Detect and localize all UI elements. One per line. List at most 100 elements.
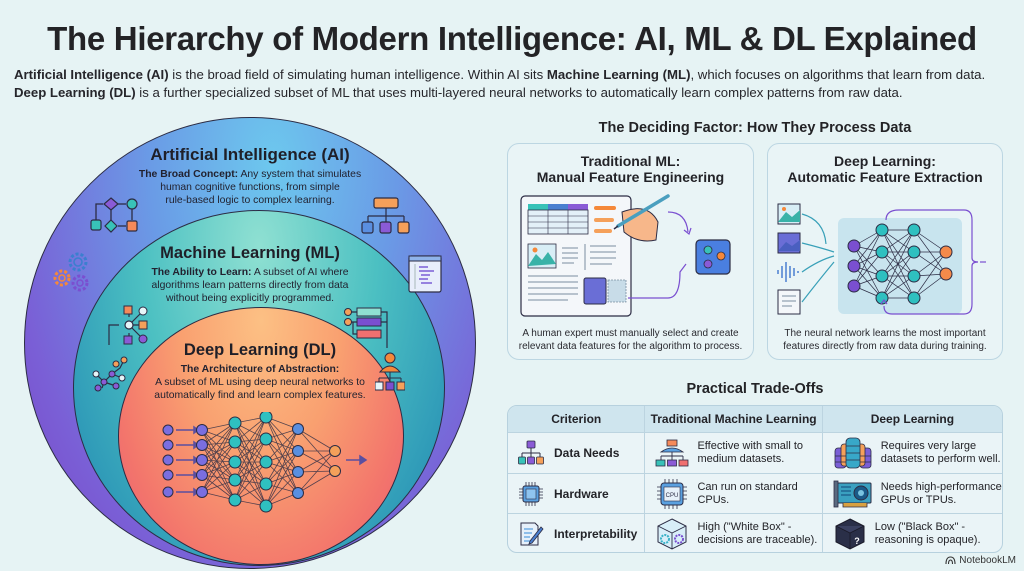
- traditional-card-title: Traditional ML: Manual Feature Engineeri…: [508, 153, 753, 185]
- hierarchy-diagram: Artificial Intelligence (AI) The Broad C…: [0, 0, 500, 571]
- cell-line: High ("White Box" -: [697, 521, 792, 533]
- graph-nodes-icon: [92, 356, 128, 392]
- intro-paragraph: Artificial Intelligence (AI) is the broa…: [14, 66, 1014, 102]
- table-row: Data Needs Effective with small to mediu…: [508, 432, 1002, 473]
- tradeoffs-table: Criterion Traditional Machine Learning D…: [507, 405, 1003, 553]
- deep-card-description: The neural network learns the most impor…: [768, 327, 1002, 353]
- traditional-cell: High ("White Box" - decisions are tracea…: [644, 514, 821, 552]
- traditional-cell: CPU Can run on standard CPUs.: [644, 474, 821, 513]
- cell-line: Effective with small to: [697, 440, 804, 452]
- cell-line: GPUs or TPUs.: [880, 493, 957, 506]
- deep-text: Needs high-performance GPUs or TPUs.: [881, 481, 1002, 507]
- traditional-desc-line: relevant data features for the algorithm…: [518, 341, 743, 352]
- dl-desc-text: A subset of ML using deep neural network…: [155, 377, 365, 388]
- deep-text: Low ("Black Box" - reasoning is opaque).: [875, 521, 981, 547]
- cell-line: CPUs.: [697, 493, 730, 506]
- user-hierarchy-icon: [375, 352, 405, 391]
- manual-feature-engineering-illustration: [520, 194, 731, 317]
- criterion-label: Hardware: [554, 486, 609, 501]
- cell-line: datasets to perform well.: [880, 453, 1001, 465]
- traditional-text: Can run on standard CPUs.: [697, 481, 797, 507]
- intro-dl-term: Deep Learning (DL): [14, 85, 136, 100]
- column-header-criterion: Criterion: [551, 412, 602, 426]
- white-box-icon: [657, 518, 687, 550]
- traditional-desc-line: A human expert must manually select and …: [522, 328, 739, 339]
- ml-title: Machine Learning (ML): [160, 244, 340, 262]
- traditional-title-line: Manual Feature Engineering: [536, 169, 725, 185]
- ai-description: The Broad Concept: Any system that simul…: [100, 168, 400, 207]
- cell-line: Needs high-performance: [880, 480, 1002, 493]
- notebooklm-brand: NotebookLM: [945, 555, 1016, 566]
- ml-desc-text: algorithms learn patterns directly from …: [151, 280, 349, 291]
- dl-lead: The Architecture of Abstraction:: [180, 364, 340, 375]
- deep-learning-card: Deep Learning: Automatic Feature Extract…: [767, 143, 1003, 360]
- notebooklm-logo-icon: [945, 556, 956, 565]
- pipeline-icon: [344, 307, 388, 348]
- table-row: Hardware CPU Can run on standard CPUs.: [508, 473, 1002, 513]
- traditional-title-line: Traditional ML:: [580, 153, 681, 169]
- ai-title: Artificial Intelligence (AI): [150, 145, 350, 164]
- intro-line-1: Artificial Intelligence (AI) is the broa…: [14, 66, 1014, 84]
- criterion-cell: Hardware: [508, 474, 644, 513]
- intro-text: is the broad field of simulating human i…: [168, 67, 547, 82]
- deep-cell: Requires very large datasets to perform …: [821, 433, 1002, 473]
- deep-desc-line: features directly from raw data during t…: [783, 341, 987, 352]
- table-header-row: Criterion Traditional Machine Learning D…: [508, 406, 1002, 432]
- page-title: The Hierarchy of Modern Intelligence: AI…: [47, 20, 977, 57]
- ai-lead: The Broad Concept:: [138, 169, 239, 180]
- cell-line: decisions are traceable).: [697, 534, 818, 546]
- deep-title-line: Automatic Feature Extraction: [787, 169, 983, 185]
- table-row: Interpretability High ("White Box" - dec…: [508, 513, 1002, 552]
- gpu-card-icon: [833, 480, 872, 507]
- column-header-traditional: Traditional Machine Learning: [644, 406, 821, 432]
- cpu-icon: CPU: [657, 478, 688, 509]
- small-org-chart-icon: [656, 439, 689, 467]
- automatic-feature-extraction-illustration: [777, 203, 986, 315]
- decision-tree-icon: [108, 305, 148, 345]
- cpu-chip-label: CPU: [666, 493, 679, 499]
- dl-description: The Architecture of Abstraction: A subse…: [110, 363, 410, 402]
- ml-desc-text: A subset of AI where: [251, 267, 349, 278]
- dl-title: Deep Learning (DL): [183, 341, 337, 359]
- deep-cell: ? Low ("Black Box" - reasoning is opaque…: [821, 514, 1002, 552]
- criterion-label: Interpretability: [554, 527, 638, 541]
- intro-text: , which focuses on algorithms that learn…: [690, 67, 986, 82]
- traditional-card-description: A human expert must manually select and …: [508, 327, 753, 353]
- intro-text: is a further specialized subset of ML th…: [135, 85, 903, 100]
- criterion-label: Data Needs: [554, 446, 620, 460]
- ml-label-block: Machine Learning (ML) The Ability to Lea…: [100, 243, 400, 305]
- document-edit-icon: [520, 522, 544, 546]
- traditional-ml-card: Traditional ML: Manual Feature Engineeri…: [507, 143, 754, 360]
- hierarchy-icon: [518, 440, 544, 465]
- cell-line: medium datasets.: [697, 453, 785, 465]
- traditional-text: High ("White Box" - decisions are tracea…: [697, 521, 817, 547]
- cell-line: Low ("Black Box" -: [874, 521, 966, 533]
- deciding-factor-title: The Deciding Factor: How They Process Da…: [598, 120, 912, 136]
- gears-icon: [53, 252, 89, 292]
- ml-description: The Ability to Learn: A subset of AI whe…: [100, 266, 400, 305]
- ai-desc-text: Any system that simulates: [238, 169, 362, 180]
- ml-lead: The Ability to Learn:: [151, 267, 252, 278]
- intro-ai-term: Artificial Intelligence (AI): [14, 67, 169, 82]
- deep-desc-line: The neural network learns the most impor…: [784, 328, 986, 339]
- criterion-cell: Interpretability: [508, 514, 644, 552]
- cell-line: Can run on standard: [697, 480, 798, 493]
- traditional-cell: Effective with small to medium datasets.: [644, 433, 821, 473]
- deep-cell: Needs high-performance GPUs or TPUs.: [821, 474, 1002, 513]
- dl-label-block: Deep Learning (DL) The Architecture of A…: [110, 340, 410, 402]
- deep-text: Requires very large datasets to perform …: [881, 440, 1001, 466]
- column-header-deep: Deep Learning: [821, 406, 1002, 432]
- ai-label-block: Artificial Intelligence (AI) The Broad C…: [100, 145, 400, 207]
- org-chart-icon: [361, 197, 410, 234]
- deep-title-line: Deep Learning:: [834, 153, 936, 169]
- code-window-icon: [408, 255, 442, 293]
- cell-line: Requires very large: [880, 440, 977, 452]
- database-stack-icon: [834, 437, 872, 469]
- criterion-cell: Data Needs: [508, 433, 644, 473]
- chip-icon: [519, 481, 543, 506]
- ai-desc-text: rule-based logic to complex learning.: [165, 195, 335, 206]
- tradeoffs-title: Practical Trade-Offs: [686, 381, 824, 397]
- intro-line-2: Deep Learning (DL) is a further speciali…: [14, 84, 1014, 102]
- question-mark-glyph: ?: [854, 536, 860, 546]
- ai-desc-text: human cognitive functions, from simple: [160, 182, 340, 193]
